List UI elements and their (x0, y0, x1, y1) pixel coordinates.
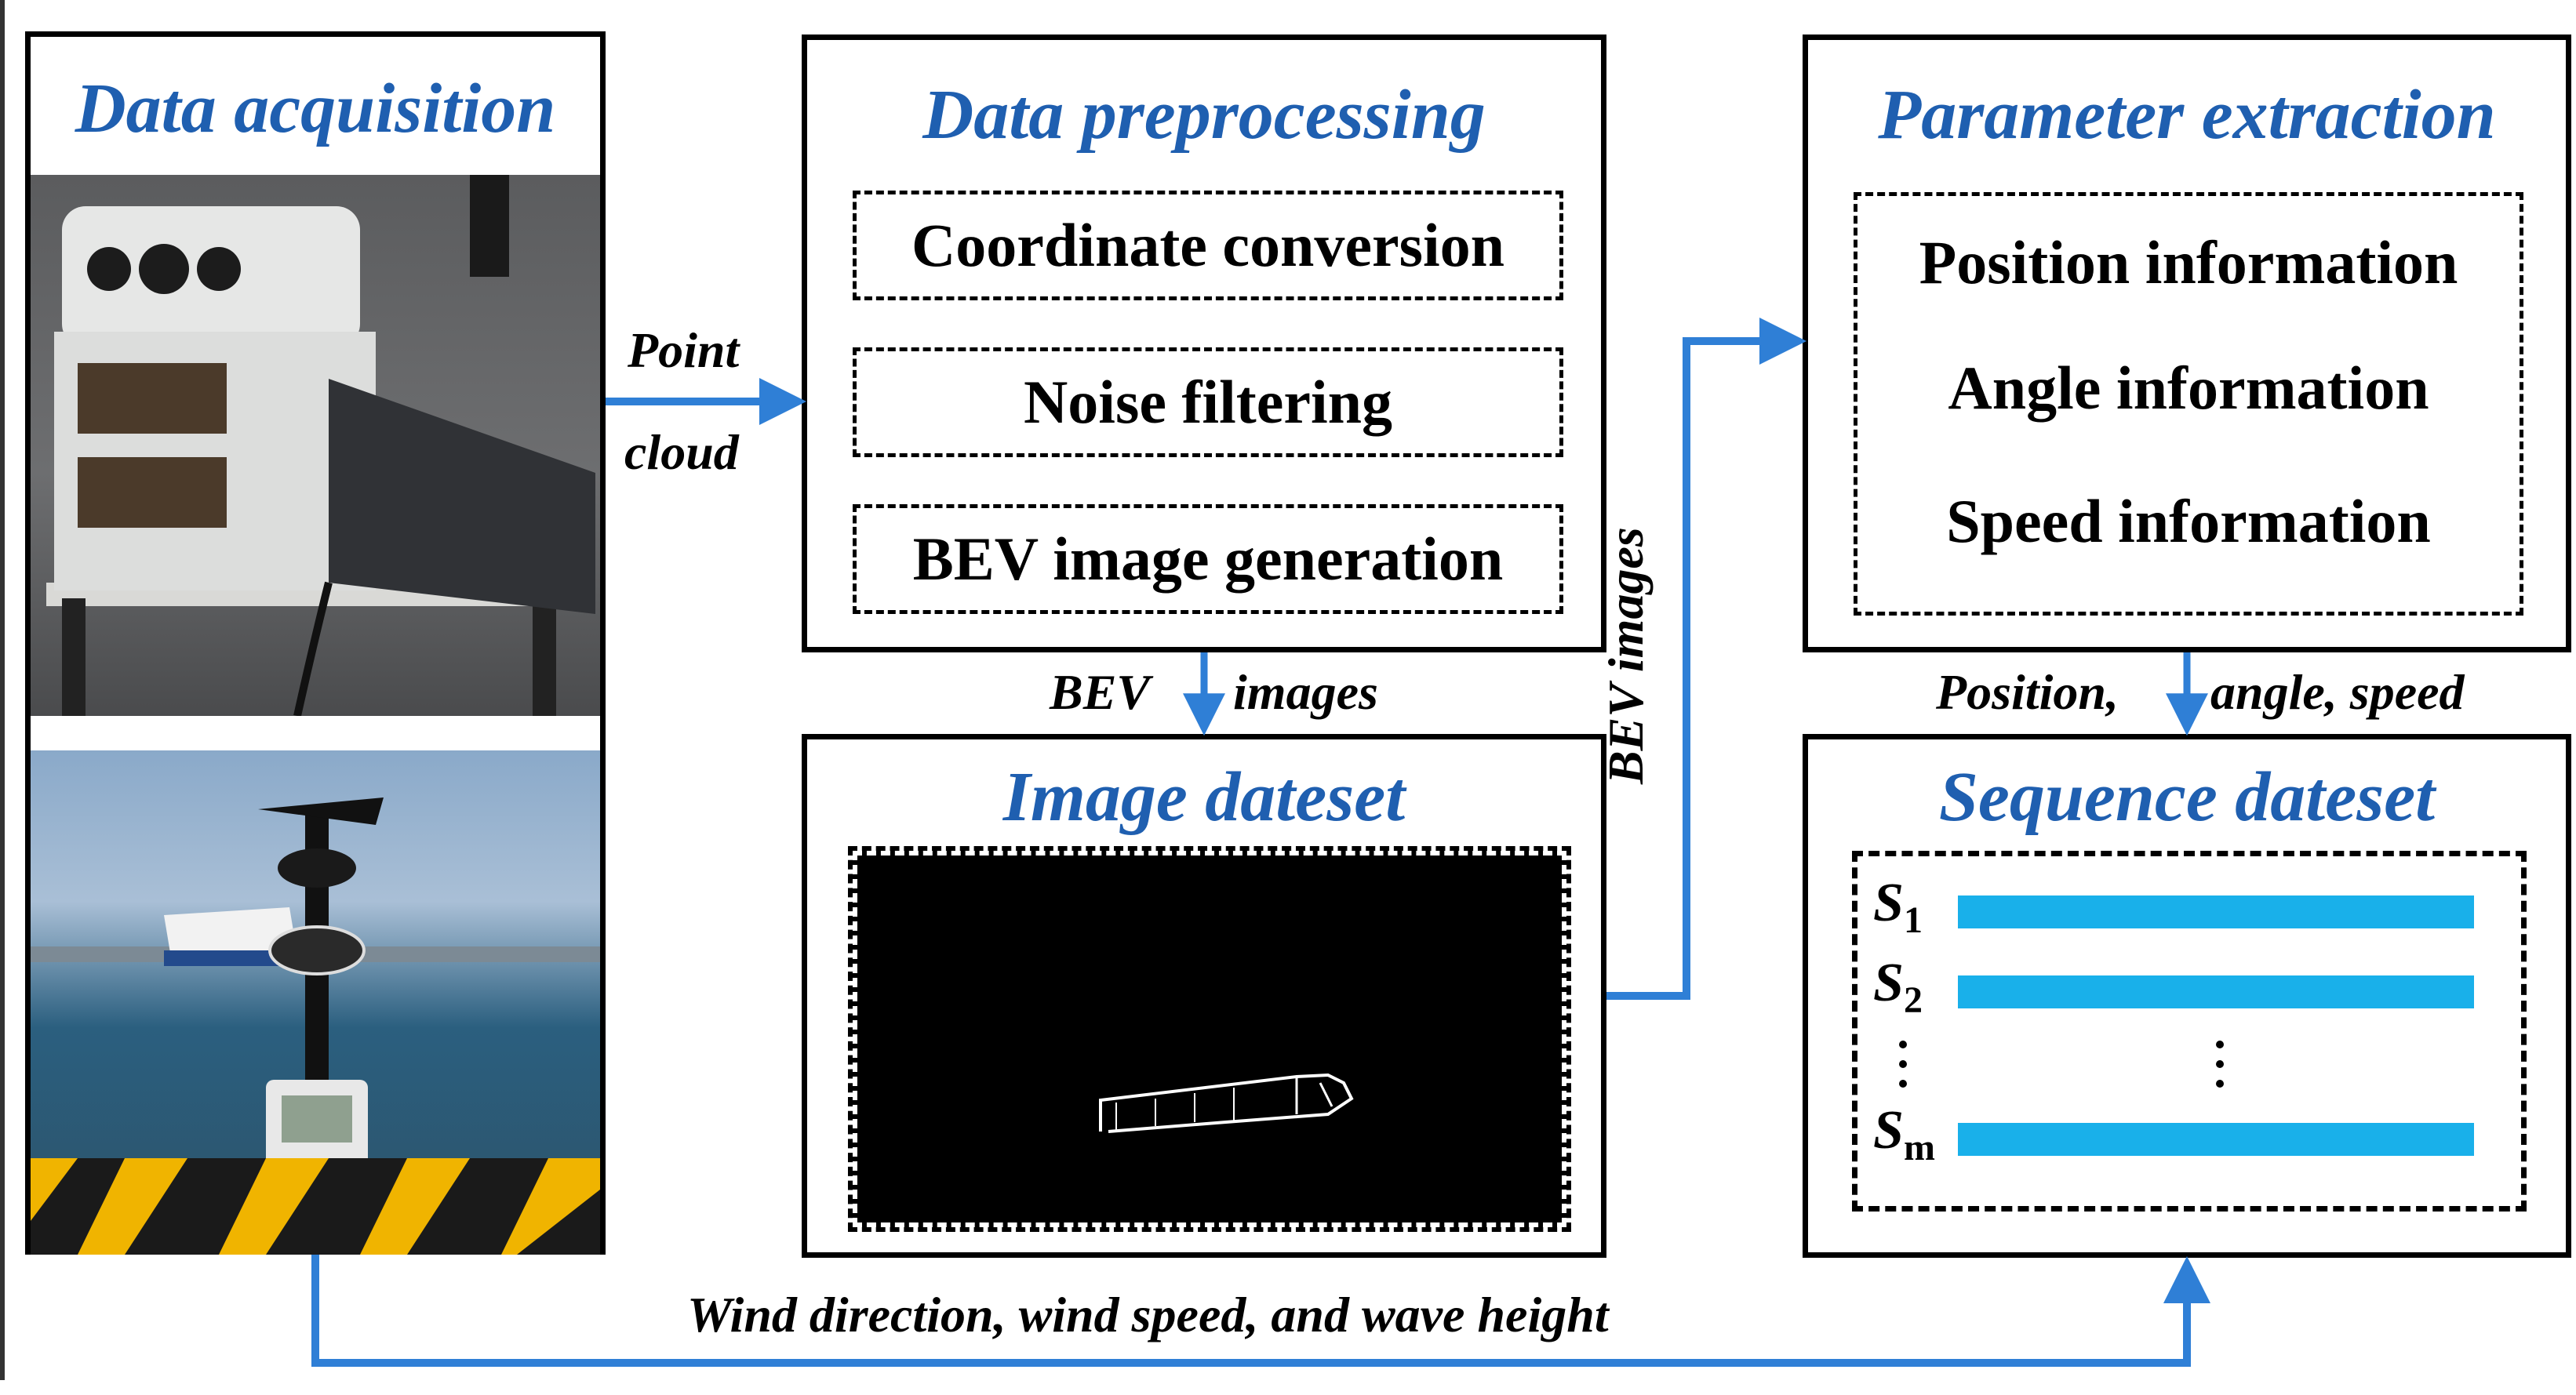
sequence-row-label: S1 (1873, 872, 1923, 942)
anemometer-illustration (31, 797, 600, 1255)
sequence-subscript: m (1903, 1127, 1935, 1168)
sequence-row-label: S2 (1873, 952, 1923, 1022)
bev-label: BEV (1050, 664, 1151, 720)
sequence-bar (1958, 895, 2474, 928)
angle-information-item: Angle information (1948, 354, 2429, 422)
parameter-extraction-title: Parameter extraction (1878, 76, 2496, 154)
anemometer-photo (31, 750, 600, 1255)
data-preprocessing-panel: Data preprocessing Coordinate conversion… (802, 35, 1606, 652)
data-acquisition-title: Data acquisition (75, 70, 556, 147)
bev-image-sample (848, 846, 1571, 1232)
image-dataset-title: Image dateset (1002, 758, 1406, 836)
vertical-ellipsis-icons (1899, 1041, 2224, 1088)
environment-label: Wind direction, wind speed, and wave hei… (687, 1287, 1609, 1342)
sequence-bar (1958, 975, 2474, 1008)
parameter-extraction-panel: Parameter extraction Position informatio… (1803, 35, 2571, 652)
data-preprocessing-title: Data preprocessing (922, 76, 1486, 154)
angle-speed-label: angle, speed (2210, 664, 2465, 720)
speed-information-item: Speed information (1946, 487, 2431, 555)
sequence-symbol: S (1873, 1100, 1904, 1161)
sequence-row-label: Sm (1873, 1099, 1935, 1169)
parameter-list-box: Position information Angle information S… (1854, 192, 2523, 616)
sequence-dataset-panel: Sequence dateset S1 S2 Sm (1803, 734, 2571, 1258)
vessel-point-cloud-outline (1099, 1073, 1354, 1133)
bev-images-vertical-label: BEV images (1598, 527, 1654, 784)
images-label: images (1233, 664, 1378, 720)
bev-image-generation-step: BEV image generation (853, 504, 1563, 614)
left-edge-rule (0, 0, 5, 1380)
sequence-subscript: 2 (1903, 979, 1923, 1021)
cloud-label: cloud (624, 424, 739, 480)
lidar-sensor-illustration (46, 175, 595, 716)
sequence-dataset-title: Sequence dateset (1938, 758, 2436, 836)
data-acquisition-panel: Data acquisition (25, 31, 606, 1255)
sequence-bar (1958, 1123, 2474, 1156)
sequence-symbol: S (1873, 873, 1904, 933)
coordinate-conversion-step: Coordinate conversion (853, 191, 1563, 300)
position-information-item: Position information (1919, 228, 2458, 296)
noise-filtering-step: Noise filtering (853, 347, 1563, 457)
position-label: Position, (1936, 664, 2119, 720)
sequence-list-box: S1 S2 Sm (1852, 851, 2527, 1212)
image-dataset-panel: Image dateset (802, 734, 1606, 1258)
lidar-sensor-photo (31, 175, 600, 716)
sequence-subscript: 1 (1903, 899, 1923, 941)
point-label: Point (628, 322, 740, 378)
sequence-symbol: S (1873, 953, 1904, 1013)
